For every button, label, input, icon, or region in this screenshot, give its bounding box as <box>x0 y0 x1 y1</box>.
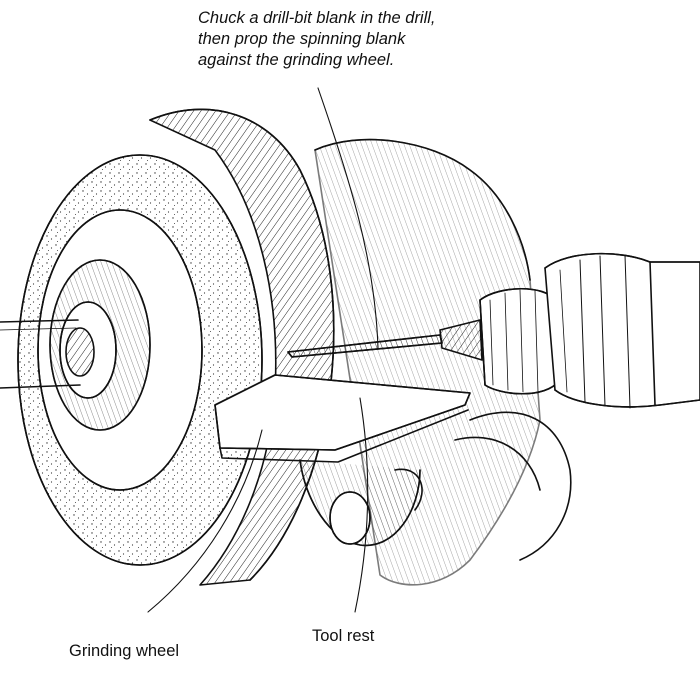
tool-rest <box>214 374 471 547</box>
caption-line-3: against the grinding wheel. <box>198 51 395 69</box>
drill-body <box>544 252 700 409</box>
label-tool-rest: Tool rest <box>312 627 375 645</box>
instruction-caption: Chuck a drill-bit blank in the drill, th… <box>198 8 518 71</box>
drill-chuck <box>439 287 561 395</box>
label-grinding-wheel: Grinding wheel <box>69 642 180 660</box>
caption-line-2: then prop the spinning blank <box>198 30 406 48</box>
caption-line-1: Chuck a drill-bit blank in the drill, <box>198 9 436 27</box>
wheel-guard <box>149 108 335 586</box>
leader-lines <box>147 87 379 613</box>
grinding-wheel <box>17 154 263 566</box>
spindle <box>0 319 81 389</box>
